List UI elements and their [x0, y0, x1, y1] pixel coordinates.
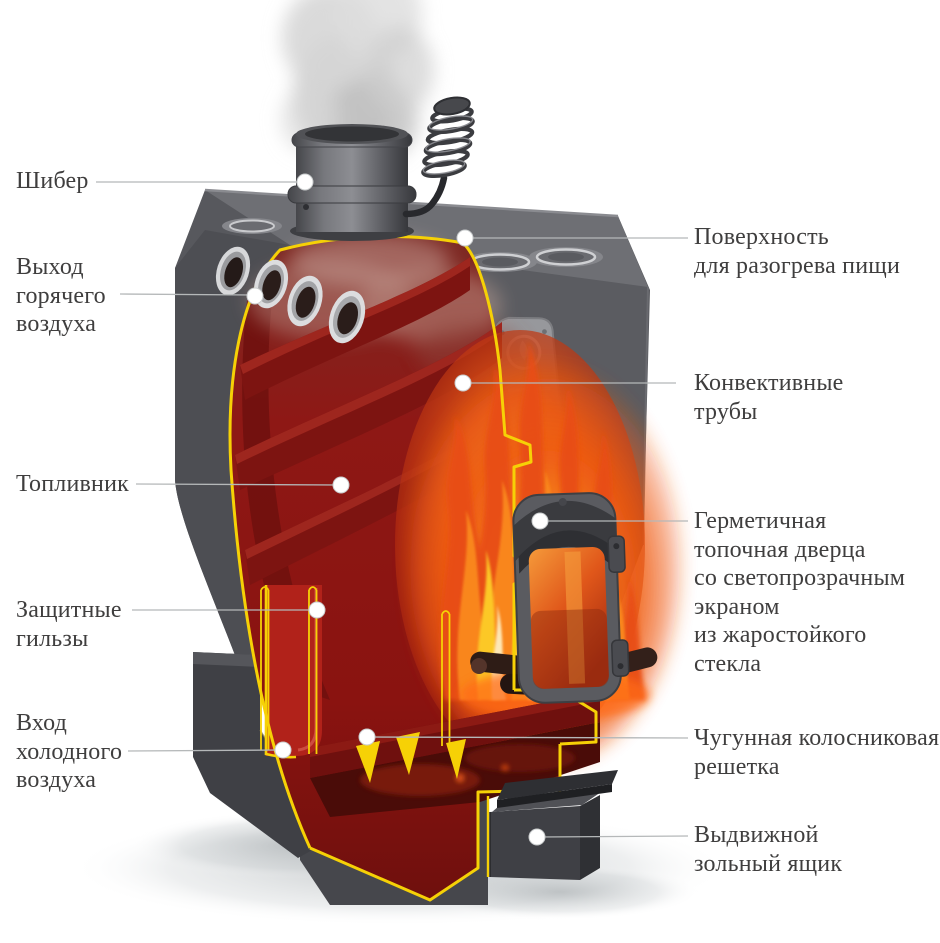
label-line: Вход — [16, 710, 68, 736]
label-cold-air-inlet: Вход холодного воздуха — [16, 709, 122, 795]
label-line: Чугунная колосниковая — [694, 725, 940, 751]
label-line: для разогрева пищи — [694, 252, 900, 279]
label-line: воздуха — [16, 767, 97, 793]
label-line: зольный ящик — [694, 850, 843, 877]
label-line: воздуха — [16, 311, 97, 337]
label-line: холодного — [16, 738, 123, 765]
label-line: гильзы — [16, 625, 89, 652]
firebox-door — [512, 492, 630, 704]
label-line: трубы — [694, 398, 758, 425]
label-line: из жаростойкого — [694, 622, 867, 648]
label-cast-iron-grate: Чугунная колосниковая решетка — [694, 724, 939, 781]
label-line: Конвективные — [694, 370, 844, 396]
label-protective-sleeves: Защитные гильзы — [16, 596, 122, 653]
damper-spring-handle — [402, 96, 475, 218]
label-line: экраном — [694, 593, 780, 620]
hot-air-vents — [215, 246, 366, 344]
cast-iron-grate — [310, 692, 600, 817]
label-line: горячего — [16, 282, 106, 309]
label-line: решетка — [694, 753, 780, 780]
label-sealed-door: Герметичная топочная дверца со светопроз… — [694, 507, 905, 678]
label-line: Герметичная — [694, 508, 827, 534]
label-line: Выход — [16, 254, 84, 280]
label-line: топочная дверца — [694, 536, 866, 563]
air-inlet-and-sleeves — [260, 585, 451, 759]
label-line: Выдвижной — [694, 822, 819, 848]
label-convective-tubes: Конвективные трубы — [694, 369, 844, 426]
label-line: со светопрозрачным — [694, 565, 906, 591]
label-line: Поверхность — [694, 224, 829, 250]
label-line: Топливник — [16, 471, 129, 497]
cooking-surface-rings — [222, 218, 603, 272]
ash-drawer — [489, 770, 618, 880]
leader-lines — [96, 181, 689, 838]
label-cooking-surface: Поверхность для разогрева пищи — [694, 223, 900, 280]
label-hot-air-outlet: Выход горячего воздуха — [16, 253, 106, 339]
label-ash-drawer: Выдвижной зольный ящик — [694, 821, 842, 878]
label-firebox: Топливник — [16, 470, 129, 499]
chimney-pipe — [287, 124, 417, 241]
label-line: стекла — [694, 650, 762, 677]
label-line: Шибер — [16, 168, 89, 194]
label-damper: Шибер — [16, 167, 89, 196]
label-line: Защитные — [16, 597, 122, 623]
marker-dots — [246, 173, 549, 846]
